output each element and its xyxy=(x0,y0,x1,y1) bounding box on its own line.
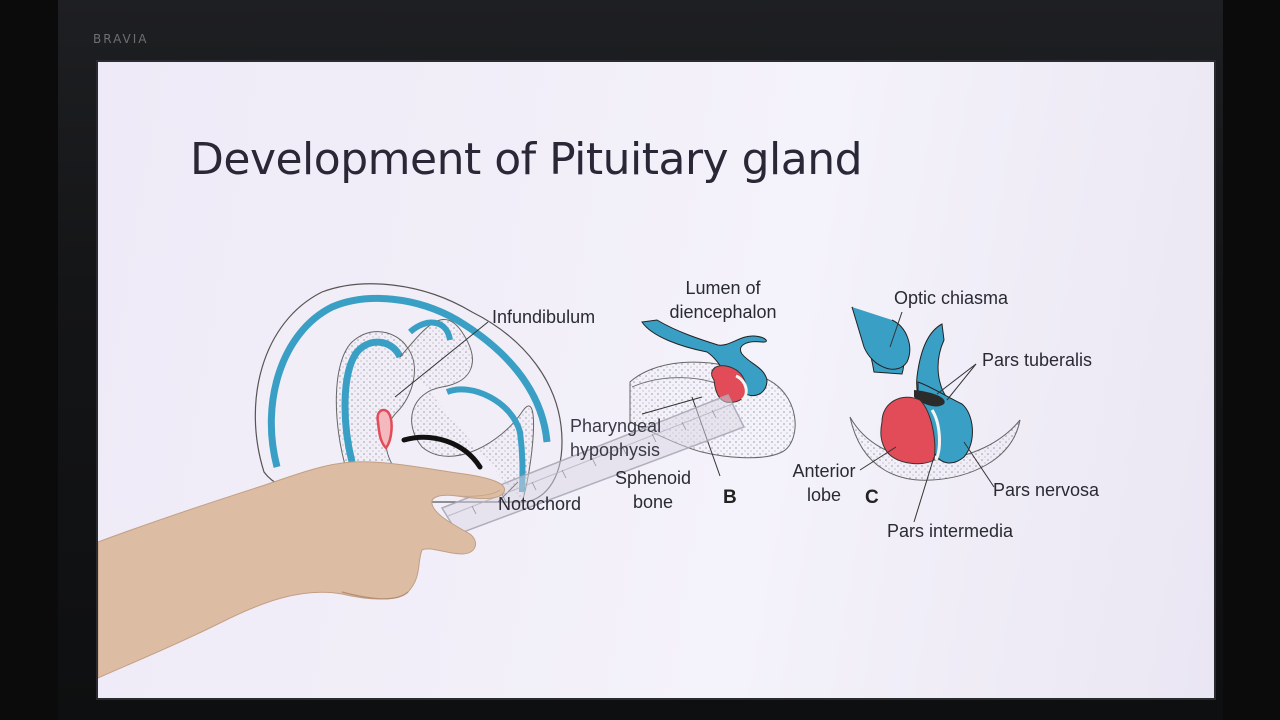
label-notochord: Notochord xyxy=(498,494,582,514)
label-pars-tuberalis: Pars tuberalis xyxy=(982,350,1093,370)
tv-brand-logo: BRAVIA xyxy=(93,32,149,46)
label-anterior: Anterior xyxy=(792,461,856,481)
slide-title: Development of Pituitary gland xyxy=(190,134,863,185)
label-optic-chiasma: Optic chiasma xyxy=(894,288,1009,308)
label-pars-nervosa: Pars nervosa xyxy=(993,480,1100,500)
panel-c-diagram xyxy=(849,306,1021,523)
panel-b-letter: B xyxy=(723,487,737,508)
tv-screen: Development of Pituitary gland xyxy=(96,60,1216,700)
label-hypophysis: hypophysis xyxy=(570,440,661,460)
panel-b-diagram xyxy=(629,319,796,477)
presenter-hand xyxy=(98,461,506,679)
label-lobe: lobe xyxy=(806,485,842,505)
label-infundibulum: Infundibulum xyxy=(492,307,596,327)
label-pharyngeal: Pharyngeal xyxy=(570,416,662,436)
panel-c-letter: C xyxy=(865,487,879,508)
presentation-slide: Development of Pituitary gland xyxy=(98,62,1214,698)
pituitary-figure xyxy=(98,283,1021,679)
label-lumen-of: Lumen of xyxy=(685,278,761,298)
label-bone: bone xyxy=(632,492,674,512)
panel-a-diagram xyxy=(254,283,563,503)
label-pars-intermedia: Pars intermedia xyxy=(887,521,1014,541)
label-diencephalon: diencephalon xyxy=(669,302,777,322)
label-sphenoid: Sphenoid xyxy=(614,468,692,488)
